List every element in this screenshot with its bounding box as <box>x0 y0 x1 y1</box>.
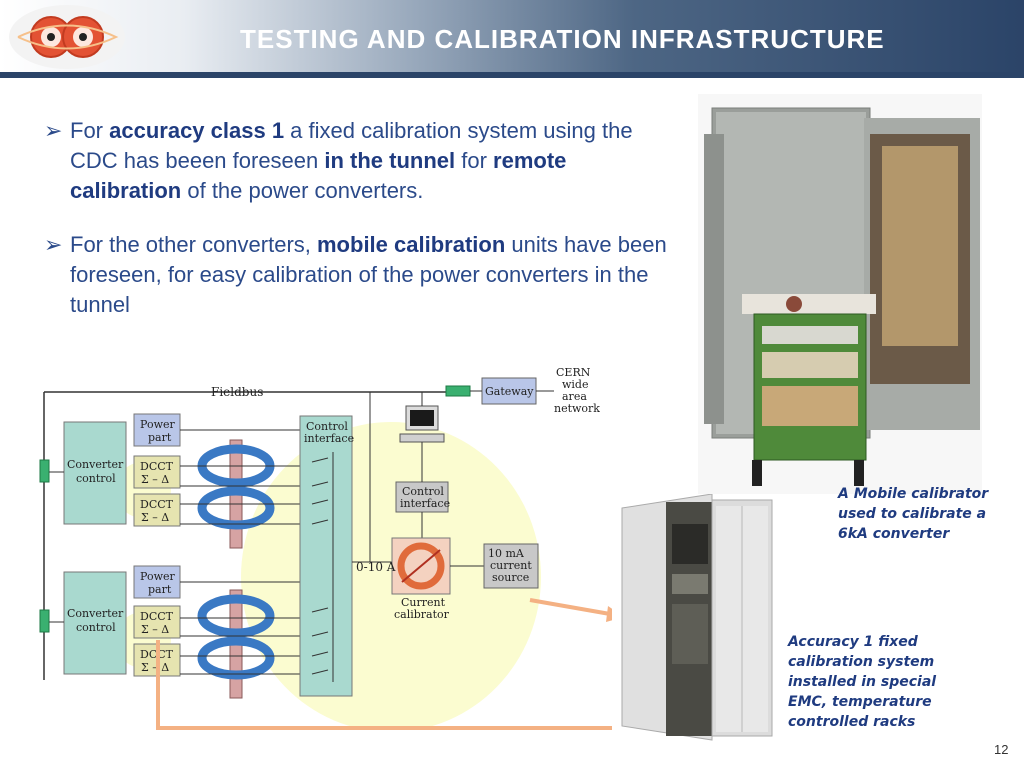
calibration-diagram: Fieldbus Gateway CERN wide area network … <box>39 366 600 728</box>
dcct-sigma: Σ – Δ <box>141 511 169 524</box>
title-bar <box>0 0 1024 78</box>
power-part-label: Power <box>140 570 176 583</box>
caption-line: controlled racks <box>788 714 916 730</box>
bullet-text: For accuracy class 1 a fixed calibration… <box>70 116 670 206</box>
bullet-text: For the other converters, mobile calibra… <box>70 230 670 320</box>
converter-control-box-bottom <box>63 571 127 675</box>
power-part-label: part <box>148 583 172 596</box>
dcct-sigma: Σ – Δ <box>141 473 169 486</box>
bullet-text-run: of the power converters. <box>181 178 424 203</box>
caption-line: A Mobile calibrator <box>838 486 989 502</box>
mobile-calibrator-photo <box>698 94 982 494</box>
control-interface-label: interface <box>304 432 354 445</box>
dcct-box-top-2 <box>133 493 181 527</box>
power-part-label: part <box>148 431 172 444</box>
dcct-box-bottom-1 <box>133 605 181 639</box>
dcct-label: DCCT <box>140 610 174 623</box>
bullet-fixed-calibration: ➢ For accuracy class 1 a fixed calibrati… <box>44 116 664 208</box>
caption-line: installed in special <box>788 674 937 690</box>
network-line-4: network <box>554 402 600 415</box>
fieldbus-label: Fieldbus <box>211 385 263 399</box>
converter-control-box-top <box>63 421 127 525</box>
bus-connector-top <box>39 459 50 483</box>
current-range-label: 0-10 A <box>356 560 396 574</box>
caption-line: Accuracy 1 fixed <box>788 634 918 650</box>
bullet-emphasis: remote calibration <box>70 148 567 203</box>
control-interface-column <box>299 415 353 697</box>
dcct-sigma: Σ – Δ <box>141 661 169 674</box>
control-interface-label: Control <box>306 420 348 433</box>
network-line-2: wide <box>562 378 589 391</box>
converter-control-label: control <box>76 472 116 485</box>
caption-line: calibration system <box>788 654 935 670</box>
network-line-3: area <box>562 390 587 403</box>
dcct-toroid-lower <box>197 589 275 699</box>
dcct-box-top-1 <box>133 455 181 489</box>
page-number: 12 <box>994 742 1009 757</box>
power-part-box-bottom <box>133 565 181 599</box>
bullet-emphasis: accuracy class 1 <box>109 118 285 143</box>
page-title: TESTING AND CALIBRATION INFRASTRUCTURE <box>240 24 885 54</box>
bullet-emphasis: in the tunnel <box>324 148 456 173</box>
bullet-emphasis: mobile calibration <box>317 232 506 257</box>
computer-icon <box>399 405 445 443</box>
current-calibrator-label: calibrator <box>394 608 450 621</box>
gateway-label: Gateway <box>485 385 534 398</box>
fixed-system-caption: Accuracy 1 fixed calibration system inst… <box>788 632 936 732</box>
bullet-text-run: for <box>455 148 494 173</box>
dcct-label: DCCT <box>140 498 174 511</box>
network-line-1: CERN <box>556 366 591 379</box>
title-underline <box>0 72 1024 78</box>
converter-control-label: Converter <box>67 607 124 620</box>
bullet-arrow-icon: ➢ <box>44 118 63 143</box>
caption-line: EMC, temperature <box>788 694 932 710</box>
current-source-box <box>483 543 539 589</box>
bullet-text-run: For the other converters, <box>70 232 317 257</box>
dcct-sigma: Σ – Δ <box>141 623 169 636</box>
caption-line: 6kA converter <box>838 526 950 542</box>
bullet-mobile-calibration: ➢ For the other converters, mobile calib… <box>44 230 667 322</box>
bus-connector-bottom <box>39 609 50 633</box>
dcct-label: DCCT <box>140 460 174 473</box>
caption-line: used to calibrate a <box>838 506 987 522</box>
power-part-box-top <box>133 413 181 447</box>
control-interface-box <box>395 481 449 513</box>
converter-control-label: control <box>76 621 116 634</box>
gateway-box <box>481 377 537 405</box>
power-part-label: Power <box>140 418 176 431</box>
mobile-calibrator-caption: A Mobile calibrator used to calibrate a … <box>838 484 988 544</box>
current-source-label: 10 mA <box>488 547 525 560</box>
control-interface-box-label: Control <box>402 485 444 498</box>
converter-control-label: Converter <box>67 458 124 471</box>
gateway-connector <box>445 385 471 397</box>
bullet-text-run: a fixed calibration system using the CDC… <box>70 118 633 173</box>
fixed-rack-photo <box>612 494 780 742</box>
bullet-arrow-icon: ➢ <box>44 232 63 257</box>
control-interface-box-label: interface <box>400 497 450 510</box>
current-source-label: current <box>490 559 532 572</box>
current-source-label: source <box>492 571 529 584</box>
current-calibrator-label: Current <box>401 596 446 609</box>
cern-logo <box>9 5 125 69</box>
bullet-text-run: For <box>70 118 110 143</box>
bullet-text-run: units have been foreseen, for easy calib… <box>70 232 667 317</box>
